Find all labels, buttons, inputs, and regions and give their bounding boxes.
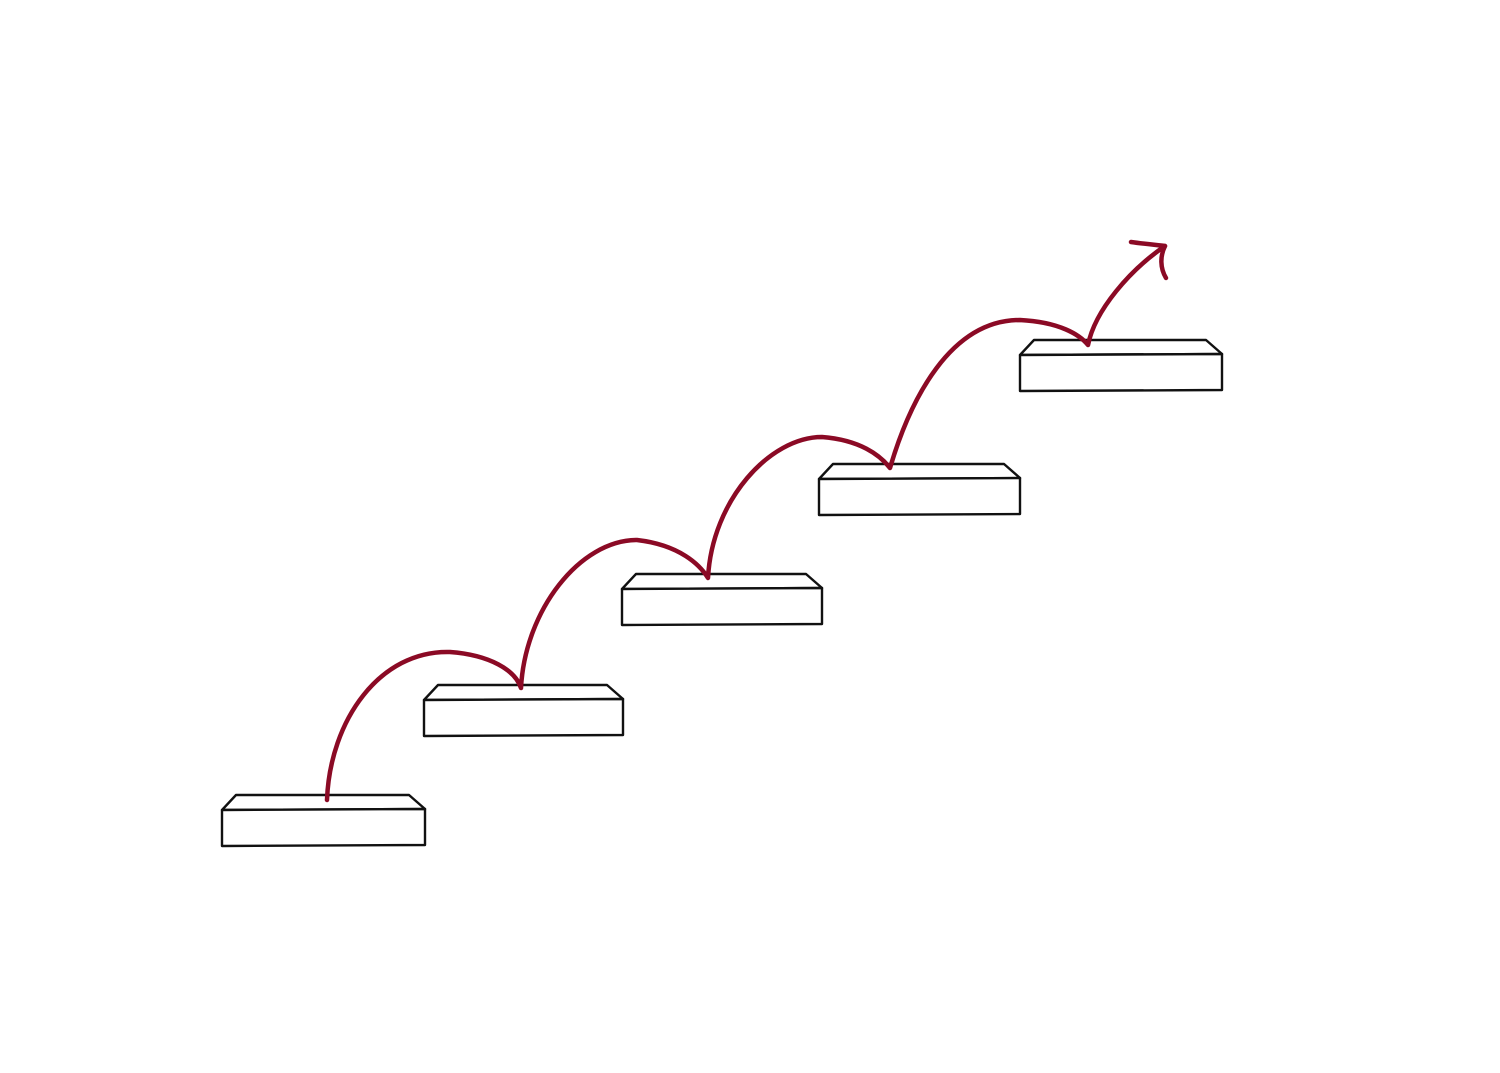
step-block-icon [620, 572, 824, 627]
step-front-face [422, 697, 625, 738]
growth-arrow-icon [324, 243, 1168, 803]
step-block-icon [1018, 338, 1224, 393]
step-top-face [1018, 338, 1224, 357]
step-front-face [1018, 352, 1224, 393]
step-block-icon [220, 793, 427, 848]
step-top-face [817, 462, 1022, 481]
arrowhead-icon [1128, 239, 1169, 281]
step-top-face [620, 572, 824, 591]
step-block-icon [422, 683, 625, 738]
step-front-face [220, 807, 427, 848]
step-top-face [220, 793, 427, 812]
step-front-face [620, 586, 824, 627]
step-block-icon [817, 462, 1022, 517]
step-top-face [422, 683, 625, 702]
step-front-face [817, 476, 1022, 517]
